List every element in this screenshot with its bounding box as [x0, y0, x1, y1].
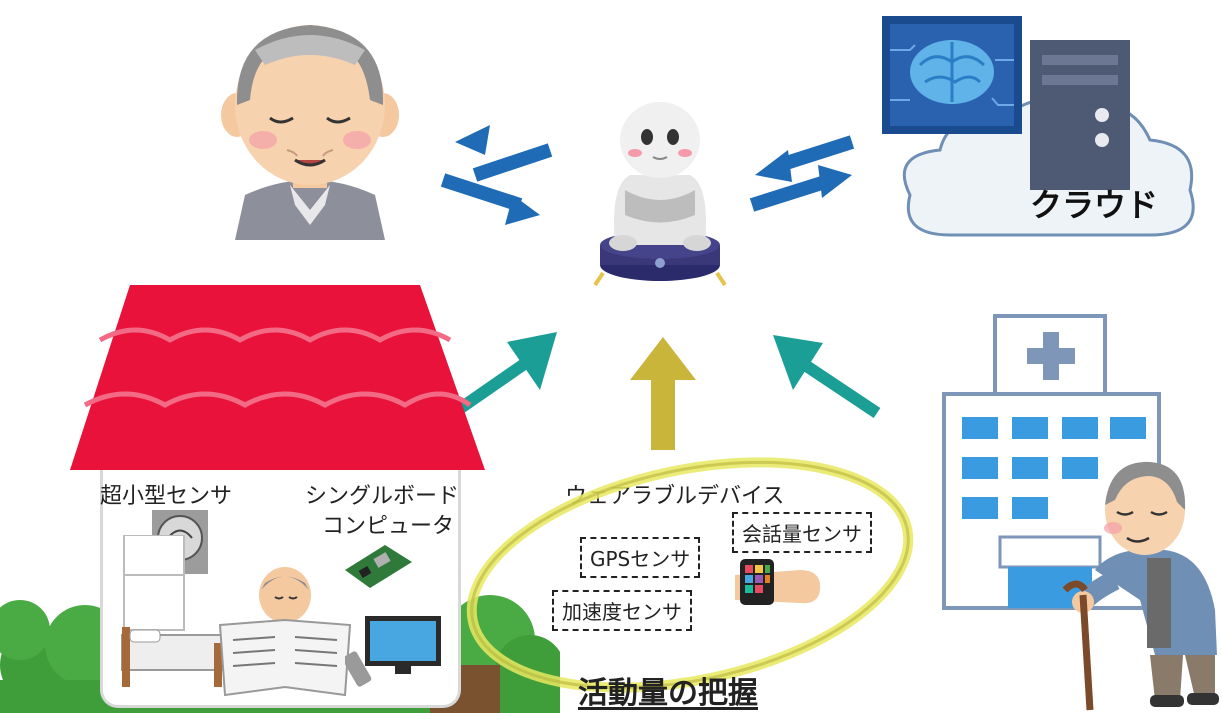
teal-arrow-right	[773, 335, 881, 418]
cloud-server-illustration	[882, 16, 1195, 237]
house-roof	[70, 285, 485, 470]
sensor-label: 超小型センサ	[100, 484, 233, 509]
exchange-arrows-left	[440, 125, 553, 225]
man-reading-newspaper	[218, 567, 352, 697]
board-label-line2: コンピュータ	[322, 514, 455, 539]
activity-title: 活動量の把握	[578, 676, 758, 711]
robot-icon	[593, 102, 727, 287]
olive-arrow-up	[630, 337, 696, 450]
board-label-line1: シングルボード	[305, 484, 460, 509]
cloud-label: クラウド	[1030, 186, 1159, 224]
bed-and-fridge	[121, 535, 223, 687]
activity-ring	[466, 457, 914, 693]
conversation-sensor-box: 会話量センサ	[732, 512, 872, 553]
accelerometer-box: 加速度センサ	[552, 590, 692, 631]
elderly-man-portrait	[221, 25, 399, 240]
gps-sensor-box: GPSセンサ	[580, 537, 701, 578]
single-board-computer-icon	[345, 545, 412, 588]
smartwatch-icon	[735, 559, 821, 605]
elderly-man-with-cane	[1062, 461, 1219, 711]
exchange-arrows-right	[749, 135, 855, 212]
tv-and-remote	[345, 616, 441, 687]
